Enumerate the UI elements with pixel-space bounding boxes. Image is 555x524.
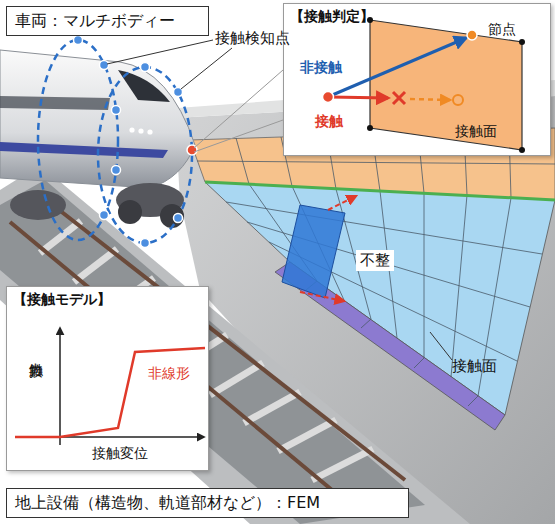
- contact-surface-mesh: [190, 128, 555, 430]
- callout-label: 接触検知点: [215, 30, 290, 47]
- box-heading: 【接触モデル】: [13, 291, 111, 309]
- part-label: 節点: [488, 22, 516, 37]
- title-box: 車両：マルチボディー: [6, 6, 209, 36]
- title-box: 地上設備（構造物、軌道部材など）：FEM: [6, 488, 409, 518]
- callout-pointer: [194, 70, 283, 152]
- part-label: 接触面: [452, 358, 497, 375]
- box-heading: 【接触判定】: [290, 8, 374, 26]
- curve-label: 非線形: [148, 366, 190, 381]
- detection-loops: [38, 36, 197, 248]
- box-text: 車両：マルチボディー: [15, 11, 175, 32]
- part-label: 接触面: [455, 124, 497, 139]
- contact-model-graph: [15, 328, 205, 445]
- state-label: 接触: [315, 114, 343, 129]
- box-text: 地上設備（構造物、軌道部材など）：FEM: [15, 493, 320, 514]
- state-label: 非接触: [300, 60, 342, 75]
- part-label: 不整: [356, 250, 394, 271]
- irregularity-patch: [282, 196, 356, 301]
- contact-judgement-figure: [323, 17, 526, 153]
- axis-label: 接触変位: [92, 446, 148, 461]
